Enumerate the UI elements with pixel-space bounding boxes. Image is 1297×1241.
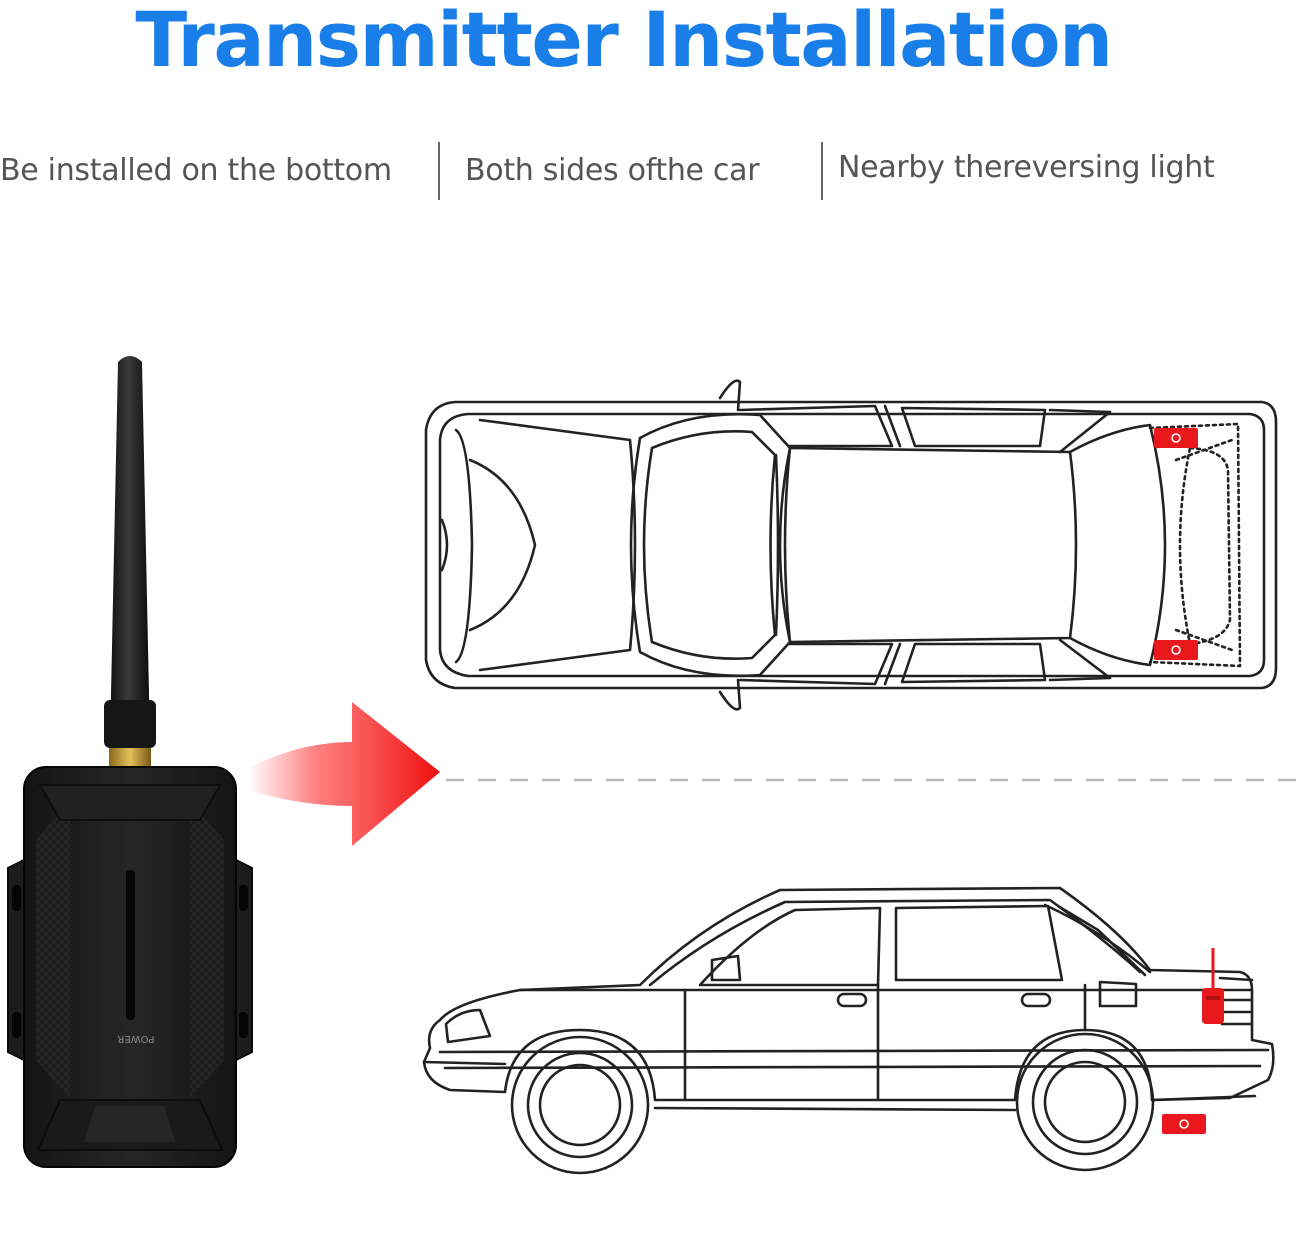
installation-illustration: POWER [7, 356, 1297, 1175]
indicator-slot [126, 870, 135, 1020]
page-title-text: Transmitter Installation [135, 0, 1113, 84]
transmitter-marker-top-left [1154, 428, 1198, 448]
antenna [110, 356, 150, 742]
caption-bottom: Be installed on the bottom [0, 153, 392, 188]
car-side-view [422, 886, 1275, 1175]
page-title: Transmitter Installation [0, 0, 1297, 86]
power-label: POWER [117, 1033, 154, 1044]
transmitter-marker-side-bottom [1162, 1114, 1206, 1134]
caption-divider-1 [438, 142, 440, 200]
transmitter-marker-side-trunk [1202, 948, 1224, 1024]
caption-divider-2 [821, 142, 823, 200]
caption-reversing-light: Nearby thereversing light [838, 150, 1215, 185]
antenna-connector [109, 748, 151, 770]
transmitter-marker-top-right [1154, 640, 1198, 660]
car-top-view [424, 379, 1278, 711]
transmitter-device: POWER [7, 356, 253, 1168]
antenna-base [104, 700, 156, 748]
caption-sides: Both sides ofthe car [465, 153, 760, 188]
arrow-icon [248, 702, 440, 846]
